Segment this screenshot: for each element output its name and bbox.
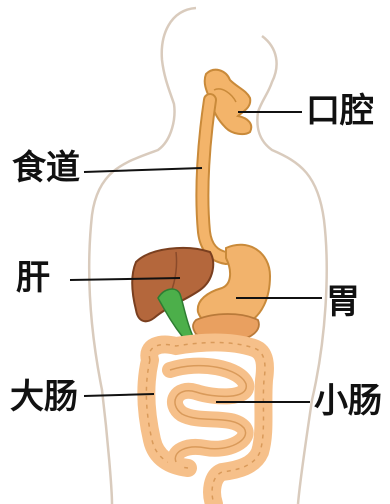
large-intestine-label: 大肠: [10, 380, 78, 414]
mouth-label: 口腔: [306, 94, 374, 128]
stomach-label: 胃: [326, 285, 360, 319]
small-intestine-label: 小肠: [314, 384, 382, 418]
esophagus-leader-line: [84, 168, 202, 172]
liver-label: 肝: [16, 261, 50, 295]
small-intestine-organ: [170, 366, 246, 462]
esophagus-label: 食道: [12, 151, 80, 185]
